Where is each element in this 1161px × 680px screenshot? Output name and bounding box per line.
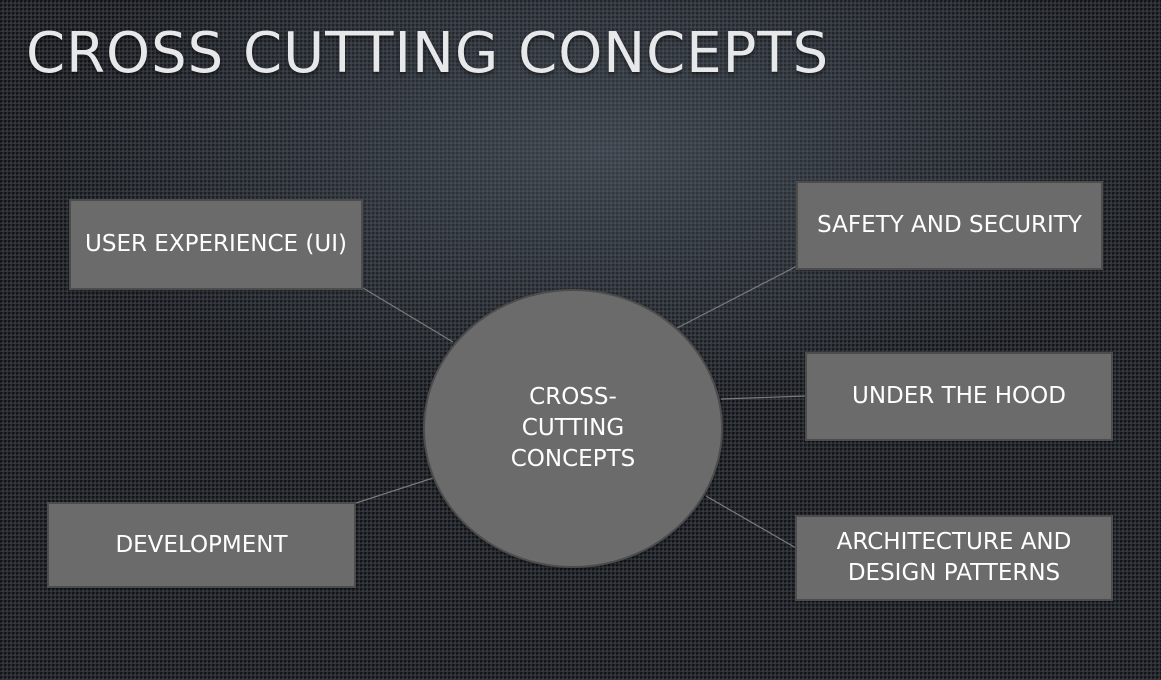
node-safety-security: SAFETY AND SECURITY (796, 181, 1103, 270)
center-hub-line-3: CONCEPTS (510, 446, 636, 472)
connector-safety-security (676, 265, 798, 329)
connector-architecture (705, 495, 797, 549)
center-hub: CROSS- CUTTING CONCEPTS (423, 289, 723, 568)
node-under-the-hood: UNDER THE HOOD (805, 352, 1113, 441)
node-safety-security-label: SAFETY AND SECURITY (817, 212, 1082, 238)
node-user-experience: USER EXPERIENCE (UI) (69, 199, 363, 290)
node-user-experience-label: USER EXPERIENCE (UI) (85, 231, 347, 257)
node-development-label: DEVELOPMENT (115, 531, 288, 558)
connector-development (355, 477, 434, 504)
node-architecture-line-2: DESIGN PATTERNS (847, 560, 1061, 586)
center-hub-label: CROSS- CUTTING CONCEPTS (511, 382, 635, 475)
node-under-the-hood-label: UNDER THE HOOD (852, 383, 1066, 409)
center-hub-line-2: CUTTING (521, 415, 625, 441)
node-architecture-design-patterns: ARCHITECTURE AND DESIGN PATTERNS (795, 515, 1113, 601)
node-development: DEVELOPMENT (47, 502, 356, 588)
connector-under-the-hood (720, 395, 807, 400)
center-hub-line-1: CROSS- (529, 384, 617, 410)
slide-title: CROSS CUTTING CONCEPTS (26, 21, 830, 86)
node-architecture-line-1: ARCHITECTURE AND (836, 529, 1072, 555)
connector-user-experience (362, 287, 454, 343)
node-architecture-label: ARCHITECTURE AND DESIGN PATTERNS (837, 527, 1072, 589)
